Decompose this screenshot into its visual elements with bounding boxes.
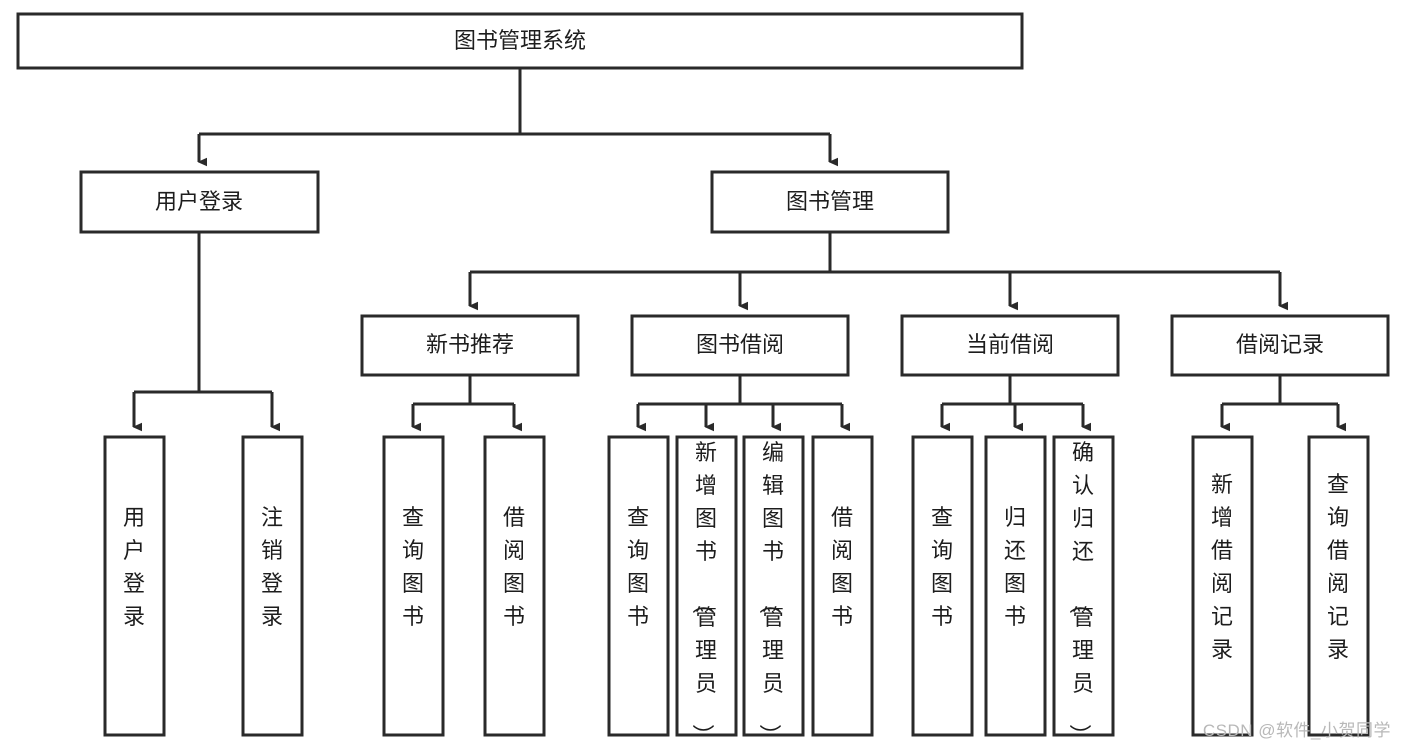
connector-group-borrow-record xyxy=(1220,375,1338,427)
node-leaf-query-record-box[interactable] xyxy=(1307,435,1370,737)
node-leaf-confirm-return-box[interactable] xyxy=(1052,435,1115,737)
node-root[interactable]: 图书管理系统 xyxy=(16,12,1024,70)
node-leaf-user-logout[interactable]: 注销登录 xyxy=(241,435,304,737)
node-current-borrow-label: 当前借阅 xyxy=(966,332,1054,357)
node-leaf-user-logout-box[interactable] xyxy=(241,435,304,737)
node-leaf-edit-book-label: 编辑图书（管理员） xyxy=(757,440,784,746)
node-leaf-return-book-box[interactable] xyxy=(984,435,1047,737)
node-leaf-query-book-3[interactable]: 查询图书 xyxy=(911,435,974,737)
connector-group-current-borrow xyxy=(940,375,1083,427)
node-new-book-recommend[interactable]: 新书推荐 xyxy=(360,314,580,377)
node-user-login[interactable]: 用户登录 xyxy=(79,170,320,234)
node-leaf-confirm-return-label: 确认归还（管理员） xyxy=(1067,440,1094,746)
node-leaf-query-book-2[interactable]: 查询图书 xyxy=(607,435,670,737)
node-current-borrow[interactable]: 当前借阅 xyxy=(900,314,1120,377)
node-book-manage-box[interactable] xyxy=(710,170,950,234)
node-leaf-borrow-book-2[interactable]: 借阅图书 xyxy=(811,435,874,737)
node-leaf-user-logout-label: 注销登录 xyxy=(261,505,283,629)
node-book-manage-label: 图书管理 xyxy=(786,189,874,214)
node-leaf-query-book-3-label: 查询图书 xyxy=(931,505,953,629)
node-leaf-edit-book-box[interactable] xyxy=(742,435,805,737)
connector-group-book-manage xyxy=(468,232,1280,306)
node-root-label: 图书管理系统 xyxy=(454,28,586,53)
node-leaf-return-book-label: 归还图书 xyxy=(1004,505,1026,629)
node-leaf-return-book[interactable]: 归还图书 xyxy=(984,435,1047,737)
node-leaf-add-record-box[interactable] xyxy=(1191,435,1254,737)
node-leaf-borrow-book-2-label: 借阅图书 xyxy=(831,505,853,629)
node-user-login-label: 用户登录 xyxy=(155,189,243,214)
connector-group-user-login xyxy=(132,232,272,427)
node-root-box[interactable] xyxy=(16,12,1024,70)
node-borrow-record-box[interactable] xyxy=(1170,314,1390,377)
node-leaf-add-record-label: 新增借阅记录 xyxy=(1211,472,1233,662)
node-leaf-user-login[interactable]: 用户登录 xyxy=(103,435,166,737)
node-book-borrow-box[interactable] xyxy=(630,314,850,377)
connector-group-new-book-recommend xyxy=(411,375,514,427)
node-leaf-query-book-3-box[interactable] xyxy=(911,435,974,737)
node-leaf-add-book-box[interactable] xyxy=(675,435,738,737)
node-leaf-confirm-return[interactable]: 确认归还（管理员） xyxy=(1052,435,1115,746)
node-current-borrow-box[interactable] xyxy=(900,314,1120,377)
node-leaf-query-record[interactable]: 查询借阅记录 xyxy=(1307,435,1370,737)
node-book-manage[interactable]: 图书管理 xyxy=(710,170,950,234)
node-leaf-borrow-book-1-box[interactable] xyxy=(483,435,546,737)
node-leaf-borrow-book-2-box[interactable] xyxy=(811,435,874,737)
node-leaf-query-book-2-box[interactable] xyxy=(607,435,670,737)
node-leaf-query-book-1-label: 查询图书 xyxy=(402,505,424,629)
node-leaf-add-book[interactable]: 新增图书（管理员） xyxy=(675,435,738,746)
node-leaf-edit-book[interactable]: 编辑图书（管理员） xyxy=(742,435,805,746)
node-new-book-recommend-box[interactable] xyxy=(360,314,580,377)
node-leaf-user-login-box[interactable] xyxy=(103,435,166,737)
node-leaf-user-login-label: 用户登录 xyxy=(123,505,145,629)
node-leaf-add-book-label: 新增图书（管理员） xyxy=(690,440,717,746)
node-new-book-recommend-label: 新书推荐 xyxy=(426,332,514,357)
node-leaf-add-record[interactable]: 新增借阅记录 xyxy=(1191,435,1254,737)
connector-group-root xyxy=(197,68,830,162)
node-borrow-record[interactable]: 借阅记录 xyxy=(1170,314,1390,377)
node-leaf-query-record-label: 查询借阅记录 xyxy=(1327,472,1349,662)
node-leaf-query-book-2-label: 查询图书 xyxy=(627,505,649,629)
node-leaf-query-book-1[interactable]: 查询图书 xyxy=(382,435,445,737)
connector-group-book-borrow xyxy=(636,375,842,427)
node-borrow-record-label: 借阅记录 xyxy=(1236,332,1324,357)
node-leaf-borrow-book-1[interactable]: 借阅图书 xyxy=(483,435,546,737)
node-leaf-borrow-book-1-label: 借阅图书 xyxy=(503,505,525,629)
node-user-login-box[interactable] xyxy=(79,170,320,234)
node-book-borrow[interactable]: 图书借阅 xyxy=(630,314,850,377)
node-book-borrow-label: 图书借阅 xyxy=(696,332,784,357)
node-leaf-query-book-1-box[interactable] xyxy=(382,435,445,737)
